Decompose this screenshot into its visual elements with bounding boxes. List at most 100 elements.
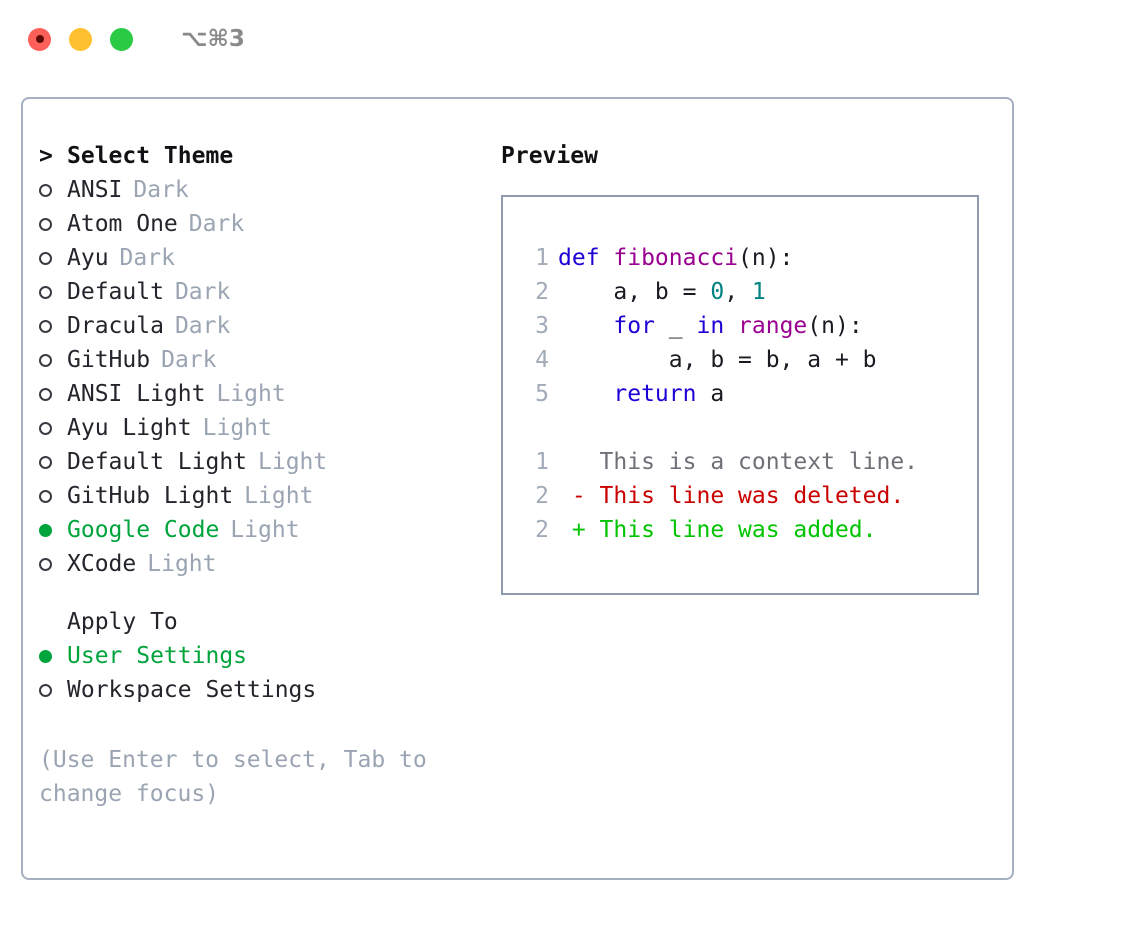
radio-empty-icon (39, 673, 67, 707)
traffic-light-group (28, 27, 133, 51)
code-token-fn: fibonacci (613, 245, 739, 271)
code-token-add: + This line was added. (558, 517, 877, 543)
line-number: 3 (535, 313, 549, 339)
preview-title: Preview (501, 143, 598, 169)
select-theme-header: > Select Theme (39, 139, 489, 173)
radio-empty-icon (39, 479, 67, 513)
radio-empty-icon (39, 411, 67, 445)
theme-list-item[interactable]: GitHub Light Light (39, 479, 489, 513)
theme-name: GitHub (67, 347, 151, 373)
code-text: return a (558, 377, 724, 411)
code-token-pl: (n): (738, 245, 794, 271)
radio-empty-icon (39, 547, 67, 581)
code-text: for _ in range(n): (558, 309, 863, 343)
line-number: 2 (535, 279, 549, 305)
line-number: 1 (535, 449, 549, 475)
code-token-kw: def (558, 245, 614, 271)
bullet-shape (39, 558, 52, 571)
theme-name: Default (67, 279, 164, 305)
section-spacer (39, 581, 489, 605)
code-blank-line (503, 411, 977, 445)
line-number: 1 (535, 245, 549, 271)
apply-to-label: Apply To (67, 609, 178, 635)
code-line: 3 for _ in range(n): (503, 309, 977, 343)
bullet-shape (39, 490, 52, 503)
radio-empty-icon (39, 275, 67, 309)
minimize-button[interactable] (69, 27, 92, 51)
code-text: This is a context line. (558, 445, 919, 479)
code-token-pl: (n): (807, 313, 863, 339)
radio-empty-icon (39, 207, 67, 241)
code-token-del: - This line was deleted. (558, 483, 905, 509)
theme-name: Ayu Light (67, 415, 192, 441)
code-line: 1 def fibonacci(n): (503, 241, 977, 275)
bullet-shape (39, 650, 52, 663)
radio-empty-icon (39, 343, 67, 377)
radio-empty-icon (39, 241, 67, 275)
code-token-kw: for (613, 313, 655, 339)
caret-icon: > (39, 143, 53, 169)
code-text: a, b = 0, 1 (558, 275, 765, 309)
code-line: 1 This is a context line. (503, 445, 977, 479)
apply-to-item[interactable]: User Settings (39, 639, 489, 673)
line-number: 2 (535, 483, 549, 509)
code-line: 4 a, b = b, a + b (503, 343, 977, 377)
theme-name: Dracula (67, 313, 164, 339)
code-text: a, b = b, a + b (558, 343, 877, 377)
theme-variant-tag: Light (244, 483, 314, 509)
bullet-shape (39, 524, 52, 537)
maximize-button[interactable] (110, 27, 133, 51)
line-number: 5 (535, 381, 549, 407)
apply-to-item[interactable]: Workspace Settings (39, 673, 489, 707)
code-line: 2 a, b = 0, 1 (503, 275, 977, 309)
radio-empty-icon (39, 445, 67, 479)
bullet-shape (39, 422, 52, 435)
close-icon (35, 35, 44, 43)
radio-empty-icon (39, 377, 67, 411)
code-text: - This line was deleted. (558, 479, 904, 513)
theme-name: Google Code (67, 517, 220, 543)
bullet-shape (39, 184, 52, 197)
code-token-pl: a, b = b, a + b (558, 347, 877, 373)
theme-variant-tag: Dark (133, 177, 189, 203)
select-theme-label: Select Theme (67, 143, 234, 169)
code-token-kw: in (696, 313, 725, 339)
radio-empty-icon (39, 173, 67, 207)
bullet-shape (39, 388, 52, 401)
theme-name: Atom One (67, 211, 178, 237)
theme-name: Default Light (67, 449, 248, 475)
bullet-shape (39, 252, 52, 265)
code-text: def fibonacci(n): (558, 241, 793, 275)
code-line: 5 return a (503, 377, 977, 411)
code-text: + This line was added. (558, 513, 877, 547)
theme-variant-tag: Light (230, 517, 300, 543)
theme-name: GitHub Light (67, 483, 234, 509)
bullet-shape (39, 456, 52, 469)
close-button[interactable] (28, 27, 51, 51)
theme-name: ANSI (67, 177, 123, 203)
radio-empty-icon (39, 309, 67, 343)
code-token-fn: range (738, 313, 808, 339)
apply-to-header: Apply To (39, 605, 489, 639)
theme-list-item[interactable]: Google Code Light (39, 513, 489, 547)
theme-name: ANSI Light (67, 381, 206, 407)
code-token-num: 0 (710, 279, 725, 305)
bullet-shape (39, 218, 52, 231)
theme-variant-tag: Light (147, 551, 217, 577)
theme-list-item[interactable]: ANSI Dark (39, 173, 489, 207)
